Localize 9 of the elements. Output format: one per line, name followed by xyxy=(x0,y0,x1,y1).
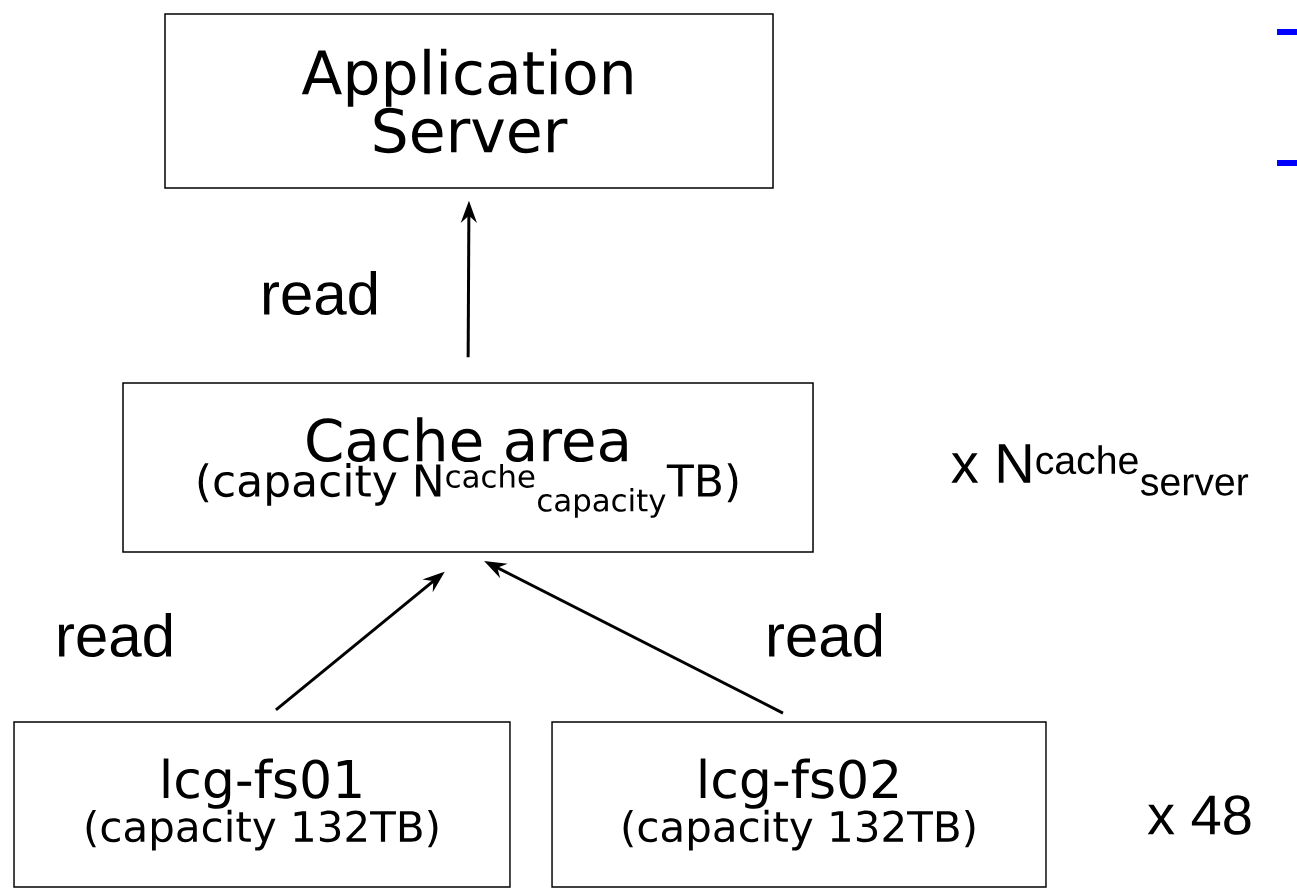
storage-box: Cache area (capacity N$^{cache}$$_{capacity}$TB) xyxy=(122,382,814,553)
edge-label: read xyxy=(257,268,383,317)
server-box: Application Server xyxy=(164,13,774,189)
storage-box: lcg-fs02 (capacity 132TB) xyxy=(551,721,1047,888)
edge-label: read xyxy=(52,610,178,660)
multiplier-label: x 48 xyxy=(1147,795,1251,835)
multiplier-label: x N$^{cache}$$_{server}$ xyxy=(951,444,1249,496)
edge-label: read xyxy=(762,610,888,660)
storage-box: lcg-fs01 (capacity 132TB) xyxy=(13,721,511,888)
